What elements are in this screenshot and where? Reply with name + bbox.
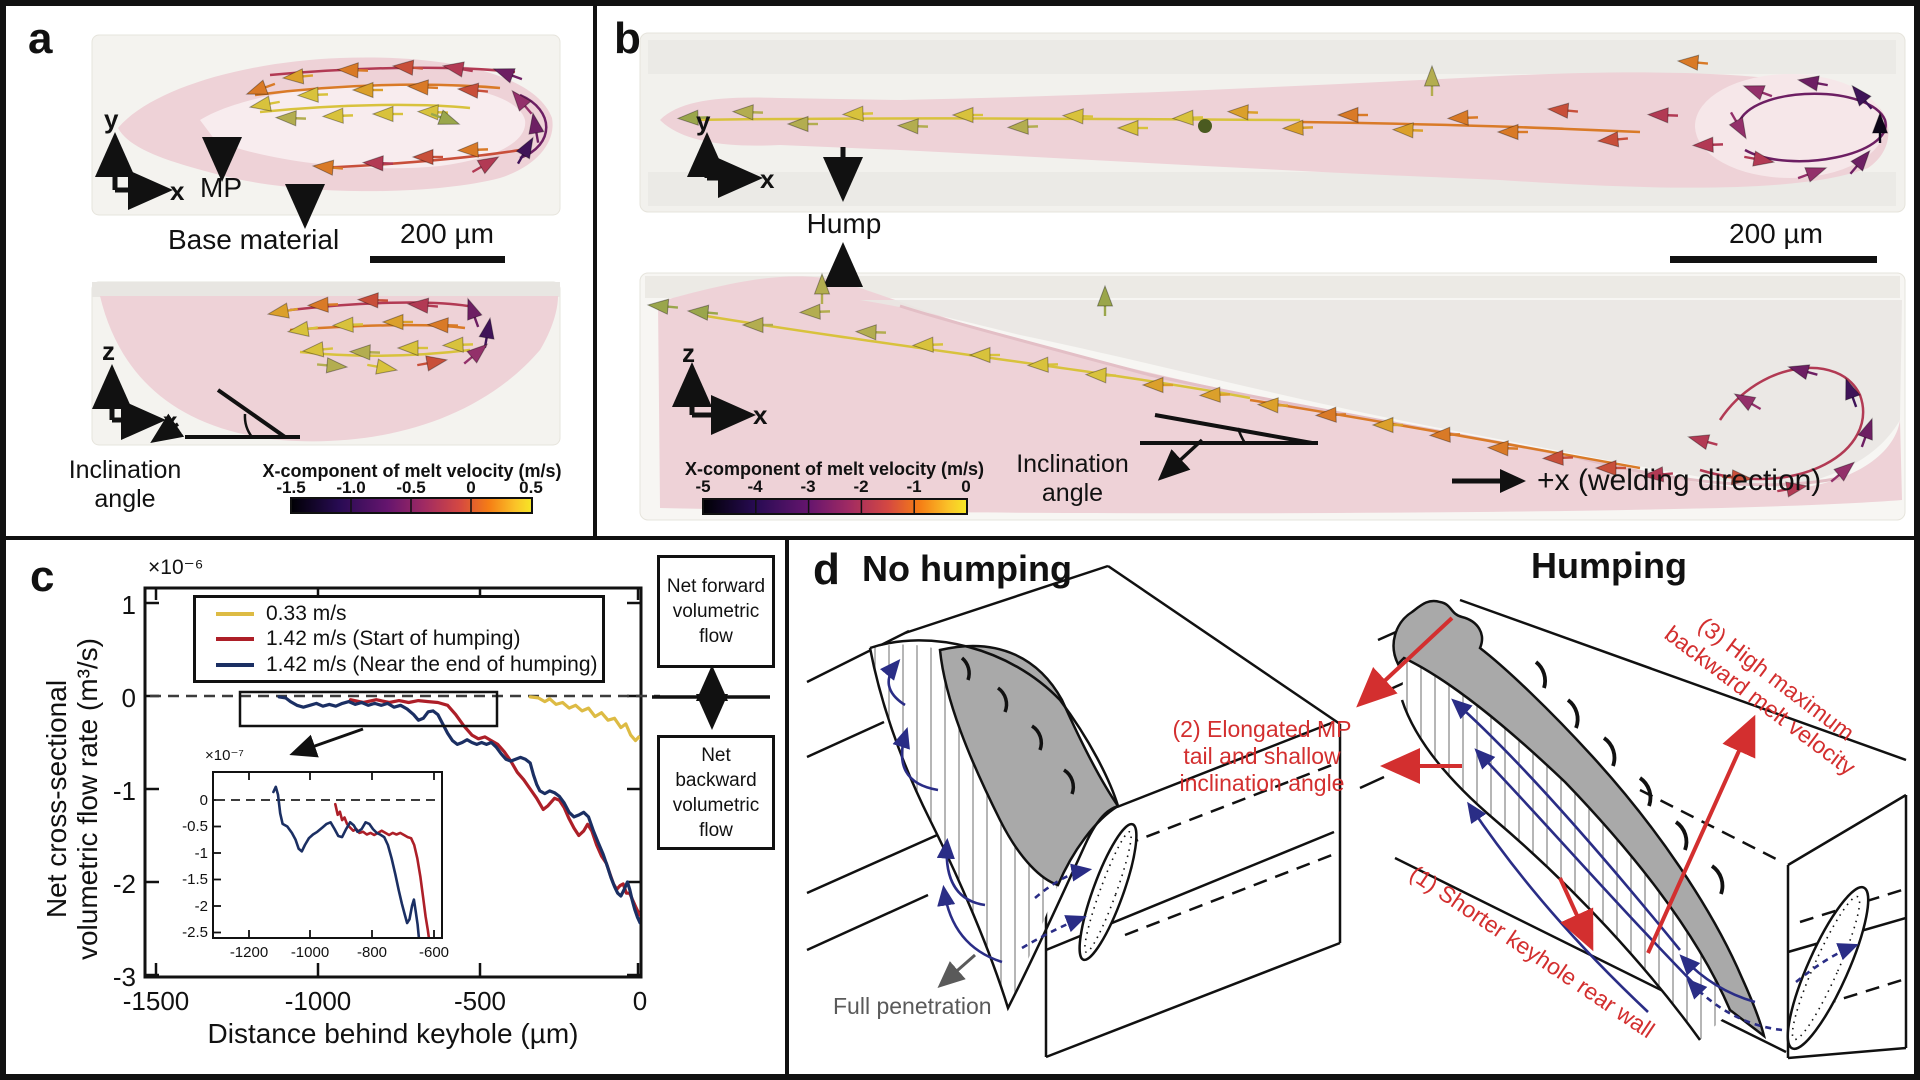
inset-xtick: -1200 [229, 944, 269, 961]
annotation-2-line2: tail and shallow [1183, 743, 1341, 769]
panel-b-scalebar-label: 200 µm [1729, 218, 1823, 249]
panel-a-side-x-label: x [163, 406, 178, 436]
panel-b-hump-label: Hump [806, 208, 882, 239]
panel-a-colorbar-tick: -0.5 [396, 478, 426, 497]
inset-xtick: -600 [418, 944, 450, 961]
panel-d-humping-title: Humping [1531, 545, 1687, 586]
inset-xtick: -800 [356, 944, 388, 961]
panel-c-xtick: -1000 [284, 986, 352, 1016]
panel-a-scalebar-label: 200 µm [400, 218, 494, 249]
panel-a-colorbar-title: X-component of melt velocity (m/s) [262, 461, 562, 481]
panel-d-humping-diagram [1356, 598, 1908, 1060]
full-penetration-label: Full penetration [833, 993, 992, 1019]
magnified-region-box [238, 690, 499, 728]
panel-a-inclination-line2: angle [94, 485, 156, 513]
melt-velocity-cone-arrows [245, 54, 1889, 498]
panel-a-colorbar-tick: 0.5 [519, 478, 543, 497]
panel-d-no-humping-diagram [806, 564, 1342, 1059]
panel-a-top-x-label: x [170, 176, 185, 206]
panel-c-ytick: 0 [121, 683, 136, 713]
legend-row: 0.33 m/s [196, 602, 602, 626]
panel-d-no-humping-title: No humping [862, 548, 1072, 589]
panel-b-side-view [639, 272, 1906, 521]
panel-b-letter: b [614, 14, 641, 63]
panel-a-colorbar-tick: 0 [466, 478, 476, 497]
annotation-2-line1: (2) Elongated MP [1172, 716, 1352, 742]
panel-b-colorbar-tick: 0 [961, 477, 971, 496]
main-ticks [145, 588, 641, 977]
panel-b-side-x-label: x [753, 400, 768, 430]
net-backward-flow-box: Net backward volumetric flow [657, 735, 775, 850]
panel-c-ytick: -1 [112, 776, 136, 806]
panel-b-colorbar-tick: -3 [800, 477, 816, 496]
panel-b-welding-direction-label: +x (welding direction) [1537, 464, 1822, 497]
panel-b-annotations [672, 132, 1877, 515]
panel-b-colorbar-tick: -5 [695, 477, 711, 496]
legend-label: 0.33 m/s [266, 601, 347, 625]
legend-label: 1.42 m/s (Start of humping) [266, 627, 521, 650]
legend-line-sample-yellow [216, 611, 254, 616]
panel-c-xtick: 0 [632, 986, 648, 1016]
panel-a-mp-label: MP [200, 172, 242, 203]
panel-b-top-view [639, 32, 1906, 213]
panel-b-inclination-line1: Inclination [1016, 450, 1129, 478]
net-forward-flow-box: Net forward volumetric flow [657, 555, 775, 668]
inset-ytick: 0 [199, 792, 208, 809]
inset-ticks [213, 772, 435, 938]
inset-ytick: -2.5 [182, 924, 208, 941]
legend-line-sample-navy [216, 662, 254, 667]
panel-a-side-z-label: z [102, 336, 115, 366]
inset-ytick: -1.5 [182, 871, 208, 888]
panel-c-legend: 0.33 m/s 1.42 m/s (Start of humping) 1.4… [193, 595, 605, 683]
panel-b-colorbar-title: X-component of melt velocity (m/s) [685, 459, 985, 479]
panel-a-inclination-label: Inclination angle [45, 456, 205, 514]
inset-series [272, 785, 431, 937]
main-series [277, 695, 640, 926]
panel-a-annotations [92, 132, 533, 514]
panel-c-ytick: 1 [121, 590, 136, 620]
panel-c-ytick: -3 [112, 962, 136, 992]
panel-a-colorbar-tick: -1.5 [276, 478, 306, 497]
panel-c-inset-exponent: ×10⁻⁷ [205, 747, 244, 764]
inset-pointer-arrow [289, 727, 364, 758]
inset-ytick: -1 [194, 845, 208, 862]
panel-b-colorbar-tick: -1 [906, 477, 922, 496]
panel-d-letter: d [813, 545, 840, 594]
inset-xtick: -1000 [290, 944, 330, 961]
panel-c-letter: c [30, 552, 55, 601]
panel-b-side-z-label: z [682, 338, 695, 368]
panel-a-inclination-line1: Inclination [68, 456, 182, 484]
legend-row: 1.42 m/s (Start of humping) [196, 627, 602, 651]
panel-b-colorbar-tick: -2 [853, 477, 869, 496]
legend-label: 1.42 m/s (Near the end of humping) [266, 652, 598, 676]
panel-a-base-material-label: Base material [168, 224, 340, 255]
panel-c-xtick: -1500 [122, 986, 190, 1016]
legend-line-sample-red [216, 637, 254, 641]
panel-c-xtick: -500 [453, 986, 507, 1016]
panel-a-colorbar-tick: -1.0 [336, 478, 366, 497]
panel-c-exponent: ×10⁻⁶ [148, 556, 204, 579]
panel-b-inclination-label: Inclination angle [990, 450, 1155, 508]
annotation-2-line3: inclination angle [1179, 770, 1345, 796]
panel-c-ytick: -2 [112, 869, 136, 899]
inset-ytick: -2 [194, 898, 208, 915]
inset-ytick: -0.5 [182, 818, 208, 835]
panel-b-colorbar-tick: -4 [747, 477, 763, 496]
panel-c-x-axis-label: Distance behind keyhole (µm) [207, 1018, 579, 1049]
panel-b-inclination-line2: angle [1041, 479, 1104, 507]
panel-a-letter: a [28, 14, 53, 63]
panel-b-top-x-label: x [760, 164, 775, 194]
annotation-2-elongated-mp: (2) Elongated MP tail and shallow inclin… [1148, 716, 1376, 797]
legend-row: 1.42 m/s (Near the end of humping) [196, 653, 602, 677]
panel-b-top-y-label: y [696, 106, 711, 136]
panel-a-top-y-label: y [104, 104, 119, 134]
